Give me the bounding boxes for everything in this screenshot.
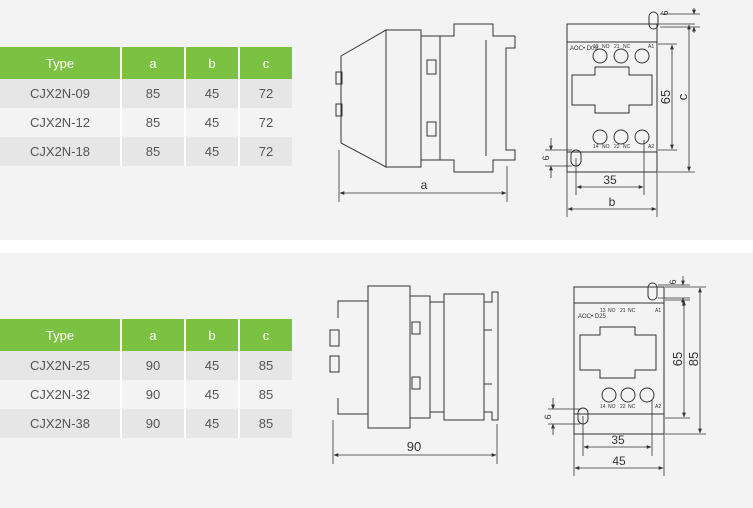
cell-a: 90	[122, 409, 186, 438]
cell-b: 45	[186, 380, 240, 409]
terminal-label: A1	[655, 308, 661, 314]
header-b: b	[186, 47, 240, 79]
front-dimensions-bottom	[548, 276, 706, 476]
terminal-labels-top: AOC• D09 13 NO 21 NC A1 14 NO 22 NC A2	[570, 44, 654, 150]
terminal-label: NO	[608, 404, 616, 410]
cell-b: 45	[186, 409, 240, 438]
dim-label-90: 90	[407, 439, 421, 454]
cell-a: 90	[122, 351, 186, 380]
terminal-label: NC	[628, 404, 636, 410]
cell-a: 85	[122, 137, 186, 166]
dim-label-65: 65	[658, 90, 673, 104]
cell-c: 85	[240, 380, 292, 409]
spec-table-top: Type a b c CJX2N-09 85 45 72 CJX2N-12 85…	[0, 47, 292, 166]
table-header-row: Type a b c	[0, 47, 292, 79]
front-view-bottom	[573, 282, 665, 435]
table-row: CJX2N-12 85 45 72	[0, 108, 292, 137]
dim-label-6: 6	[660, 10, 670, 15]
cell-type: CJX2N-18	[0, 137, 122, 166]
header-type: Type	[0, 47, 122, 79]
table-row: CJX2N-18 85 45 72	[0, 137, 292, 166]
cell-c: 72	[240, 137, 292, 166]
side-view-bottom	[329, 285, 499, 429]
model-label: AOC• D09	[570, 46, 598, 52]
terminal-label: NC	[623, 144, 631, 150]
dim-label-b: b	[609, 195, 616, 209]
dim-label-35: 35	[603, 173, 617, 187]
dim-label-c: c	[675, 93, 690, 100]
side-view-top	[335, 23, 516, 173]
table-row: CJX2N-38 90 45 85	[0, 409, 292, 438]
cell-c: 85	[240, 409, 292, 438]
dim-label-65: 65	[670, 352, 685, 366]
cell-type: CJX2N-09	[0, 79, 122, 108]
front-dimensions-top	[545, 8, 700, 217]
header-a: a	[122, 47, 186, 79]
terminal-label: 13	[593, 44, 599, 50]
cell-b: 45	[186, 108, 240, 137]
table-row: CJX2N-25 90 45 85	[0, 351, 292, 380]
terminal-label: 22	[614, 144, 620, 150]
model-label: AOC• D25	[578, 314, 606, 320]
cell-b: 45	[186, 79, 240, 108]
cell-type: CJX2N-32	[0, 380, 122, 409]
cell-c: 85	[240, 351, 292, 380]
dim-label-6: 6	[668, 279, 678, 284]
cell-a: 90	[122, 380, 186, 409]
dimension-a-top: a	[338, 150, 508, 202]
dim-label-a: a	[421, 178, 428, 192]
dim-label-6: 6	[543, 414, 553, 419]
front-dim-labels-bottom: 6 65 85 6 35 45	[543, 279, 701, 468]
cell-type: CJX2N-12	[0, 108, 122, 137]
header-a: a	[122, 319, 186, 351]
table-row: CJX2N-32 90 45 85	[0, 380, 292, 409]
cell-type: CJX2N-25	[0, 351, 122, 380]
cell-a: 85	[122, 108, 186, 137]
cell-b: 45	[186, 137, 240, 166]
terminal-label: NC	[623, 44, 631, 50]
terminal-label: NO	[602, 44, 610, 50]
cell-type: CJX2N-38	[0, 409, 122, 438]
cell-b: 45	[186, 351, 240, 380]
cell-c: 72	[240, 79, 292, 108]
front-view-top	[566, 11, 659, 173]
terminal-label: A2	[648, 144, 654, 150]
dim-label-6: 6	[541, 155, 551, 160]
header-b: b	[186, 319, 240, 351]
terminal-label: 22	[620, 404, 626, 410]
table-row: CJX2N-09 85 45 72	[0, 79, 292, 108]
dim-label-35: 35	[611, 433, 625, 447]
header-c: c	[240, 47, 292, 79]
terminal-label: A2	[655, 404, 661, 410]
terminal-label: 14	[593, 144, 599, 150]
dim-label-85: 85	[686, 352, 701, 366]
terminal-labels-bottom: AOC• D25 13 NO 21 NC A1 14 NO 22 NC A2	[578, 308, 661, 410]
spec-table-bottom: Type a b c CJX2N-25 90 45 85 CJX2N-32 90…	[0, 319, 292, 438]
terminal-label: 13	[600, 308, 606, 314]
header-c: c	[240, 319, 292, 351]
terminal-label: 14	[600, 404, 606, 410]
table-header-row: Type a b c	[0, 319, 292, 351]
terminal-label: NO	[602, 144, 610, 150]
header-type: Type	[0, 319, 122, 351]
terminal-label: 21	[620, 308, 626, 314]
cell-a: 85	[122, 79, 186, 108]
cell-c: 72	[240, 108, 292, 137]
front-dim-labels-top: 6 65 c 6 35 b	[541, 10, 690, 209]
terminal-label: NC	[628, 308, 636, 314]
dim-label-45: 45	[612, 454, 626, 468]
terminal-label: NO	[608, 308, 616, 314]
terminal-label: A1	[648, 44, 654, 50]
terminal-label: 21	[614, 44, 620, 50]
dimension-90-bottom: 90	[332, 420, 498, 464]
